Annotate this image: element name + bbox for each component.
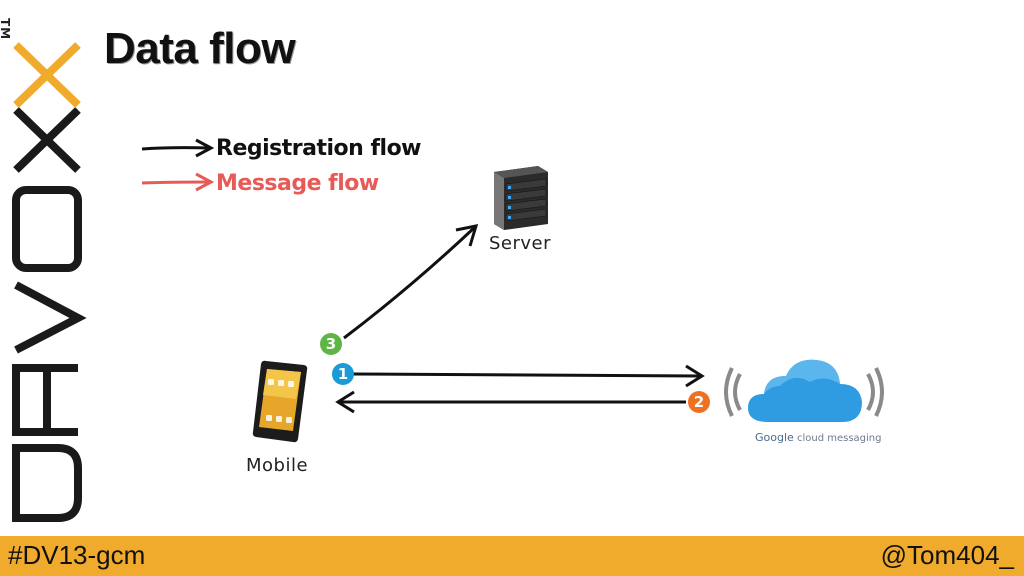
arrowhead-mobile bbox=[335, 390, 355, 414]
server-rack-icon bbox=[494, 166, 548, 230]
smartphone-icon bbox=[252, 360, 308, 443]
red-arrow-icon bbox=[141, 172, 214, 192]
devoxx-logo: TM bbox=[0, 0, 90, 536]
step-badge-2: 2 bbox=[688, 391, 710, 413]
step-badge-1: 1 bbox=[332, 363, 354, 385]
legend-label: Registration flow bbox=[216, 136, 422, 161]
arrowhead-gcm bbox=[685, 364, 705, 388]
arrowhead-server bbox=[455, 224, 479, 247]
server-label: Server bbox=[489, 233, 552, 254]
legend-item-message: Message flow bbox=[140, 169, 440, 199]
gcm-caption: Google cloud messaging bbox=[755, 431, 882, 444]
footer-bar: #DV13-gcm @Tom404_ bbox=[0, 536, 1024, 576]
footer-handle: @Tom404_ bbox=[880, 540, 1014, 570]
arrow-mobile-to-gcm bbox=[351, 372, 701, 378]
legend-label: Message flow bbox=[216, 171, 379, 196]
step-badge-3: 3 bbox=[320, 333, 342, 355]
slide-title: Data flow bbox=[104, 24, 296, 73]
footer-hashtag: #DV13-gcm bbox=[8, 540, 146, 570]
gcm-caption-rest: cloud messaging bbox=[796, 433, 882, 444]
legend-item-registration: Registration flow bbox=[140, 134, 440, 164]
arrow-mobile-to-server bbox=[343, 226, 476, 340]
cloud-icon bbox=[724, 359, 884, 422]
gcm-caption-google: Google bbox=[755, 431, 794, 444]
black-arrow-icon bbox=[141, 138, 214, 158]
mobile-label: Mobile bbox=[246, 455, 309, 476]
